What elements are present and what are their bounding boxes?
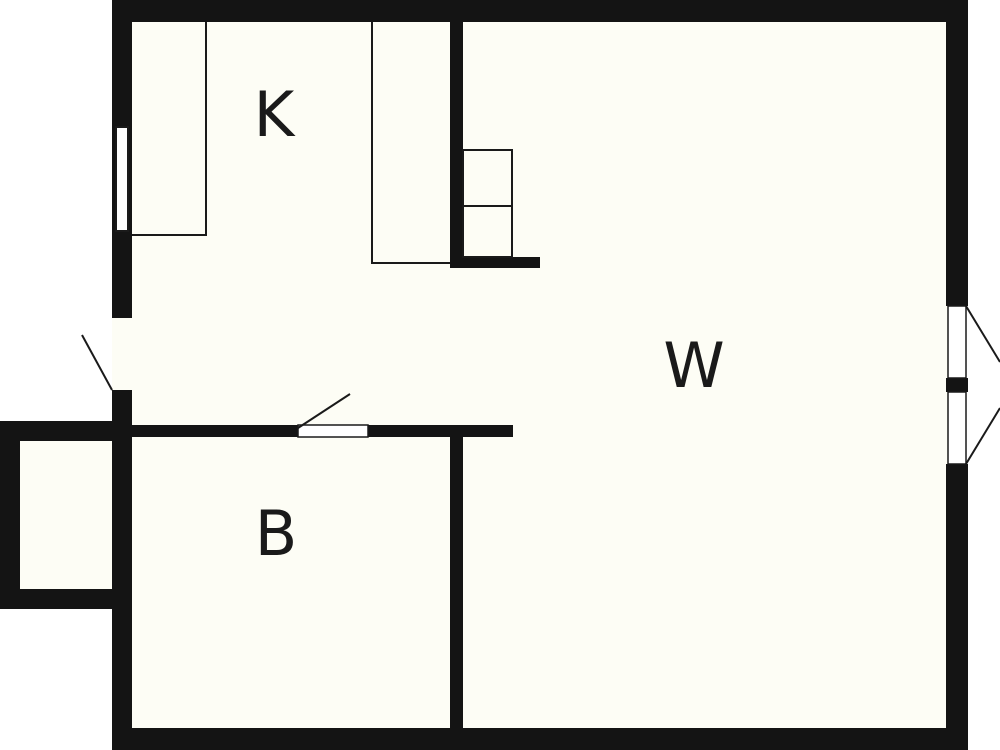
- annex-wall-bottom: [0, 589, 132, 609]
- wall-kitchen-stub: [450, 257, 540, 268]
- entrance-opening: [112, 318, 132, 390]
- wall-bath-right: [450, 425, 463, 730]
- wall-right-upper: [946, 0, 968, 306]
- window-kitchen: [115, 126, 129, 232]
- wall-bottom: [112, 728, 968, 750]
- wall-left-lower: [112, 390, 132, 750]
- counter-left: [132, 22, 207, 236]
- wall-kitchen-partition: [450, 22, 463, 268]
- room-label-kitchen: K: [254, 78, 296, 151]
- bath-door-threshold: [297, 424, 369, 438]
- window-right-upper: [947, 305, 967, 379]
- room-label-bathroom: B: [255, 497, 298, 570]
- floor-area: [122, 10, 958, 740]
- cabinet-lower: [462, 205, 513, 258]
- counter-right: [371, 22, 450, 264]
- room-label-living: W: [663, 329, 724, 402]
- annex-wall-left: [0, 421, 20, 609]
- annex-wall-top: [0, 421, 122, 441]
- annex-floor: [10, 432, 122, 598]
- entrance-door-leaf: [81, 334, 113, 391]
- wall-bath-top-right: [368, 425, 513, 437]
- window-bay-line-1: [965, 305, 1000, 363]
- window-bay-line-2: [965, 407, 1000, 465]
- wall-right-mullion: [946, 378, 968, 392]
- wall-top: [112, 0, 968, 22]
- window-right-lower: [947, 391, 967, 465]
- bath-door-leaf: [297, 393, 351, 429]
- wall-right-lower: [946, 464, 968, 750]
- wall-bath-top-left: [132, 425, 298, 437]
